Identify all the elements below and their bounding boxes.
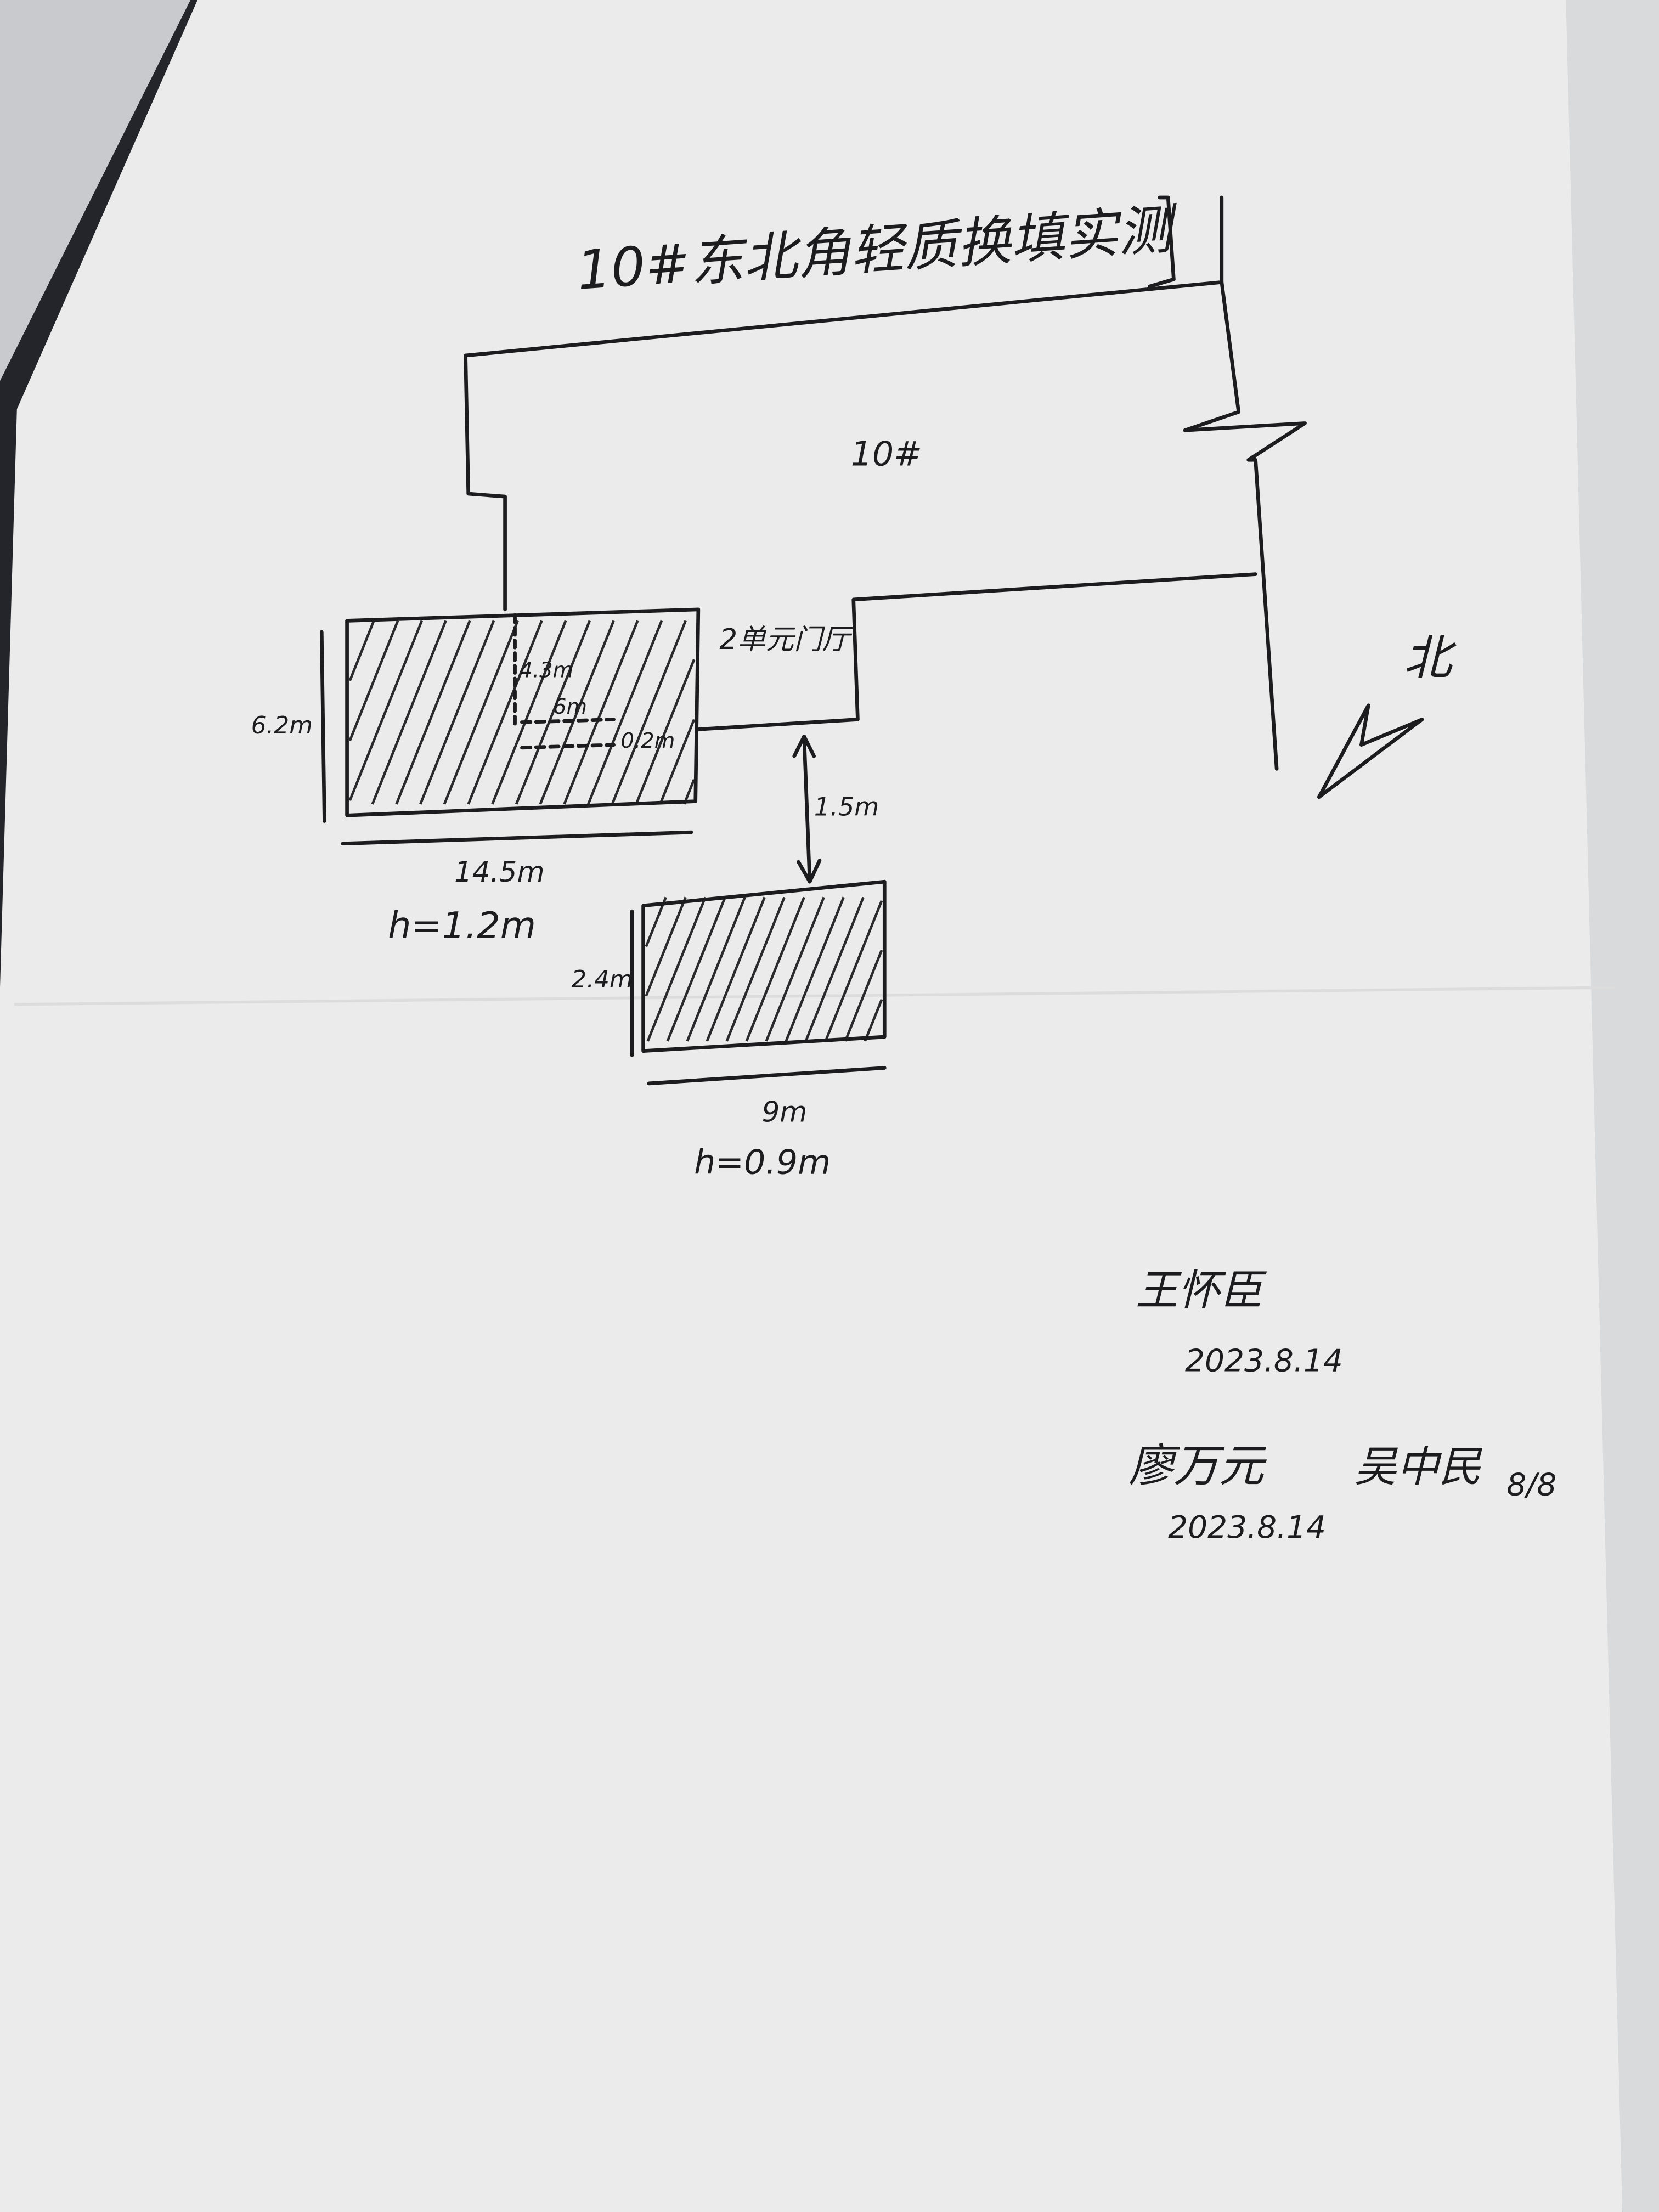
hatch-line	[864, 998, 883, 1042]
spacing-arrow	[802, 734, 812, 884]
hatch-line	[646, 896, 707, 1042]
area-2-height: h=0.9m	[694, 1142, 831, 1182]
hatch-line	[844, 949, 883, 1042]
hatch-line	[515, 620, 591, 805]
area-2-outline	[641, 879, 887, 1053]
hatch-line	[467, 620, 543, 805]
hatch-line	[785, 896, 845, 1042]
arrow-head-up	[792, 734, 816, 758]
dashed-line-upper	[520, 718, 616, 724]
hatch-line	[395, 620, 471, 805]
hatch-line	[419, 620, 495, 805]
hatch-line	[686, 896, 746, 1042]
hatch-line	[611, 620, 687, 805]
hatch-line	[491, 620, 567, 805]
hatch-line	[706, 896, 766, 1042]
area-2-width-line	[647, 1066, 887, 1086]
north-arrow-icon: 北	[1317, 630, 1457, 799]
north-label: 北	[1404, 630, 1457, 686]
area-1-depth: 6.2m	[251, 712, 313, 740]
replacement-area-1: 6.2m 4.3m 6m 0.2m 14.5m h=1.2m	[251, 607, 701, 947]
area-1-inner-gap: 0.2m	[620, 729, 675, 753]
replacement-area-2: 2.4m 9m h=0.9m	[571, 879, 887, 1182]
width-dimension-line	[341, 830, 693, 846]
building-label: 10#	[851, 435, 922, 474]
hatch-line	[804, 896, 865, 1042]
hatch-line	[371, 620, 447, 805]
depth-dimension-line	[319, 630, 326, 823]
fold-crease	[14, 986, 1616, 1006]
building-outline-bottom	[696, 572, 1257, 731]
entrance-label: 2单元门厅	[719, 623, 854, 656]
hatch-line	[765, 896, 825, 1042]
hatch-line	[725, 896, 786, 1042]
area-1-inner-depth: 4.3m	[519, 658, 573, 682]
area-1-height: h=1.2m	[388, 904, 536, 947]
spacing-label: 1.5m	[814, 792, 879, 821]
area-1-inner-width: 6m	[553, 695, 587, 719]
area-2-width: 9m	[762, 1096, 808, 1128]
dashed-line-lower	[520, 743, 616, 750]
hatch-line	[563, 620, 639, 805]
hatch-line	[659, 719, 696, 805]
signature-3-date: 8/8	[1506, 1467, 1556, 1503]
title-bracket	[1148, 195, 1176, 289]
signature-2-date: 2023.8.14	[1168, 1509, 1326, 1545]
signature-2: 廖万元	[1128, 1440, 1267, 1492]
hatch-line	[443, 620, 519, 805]
hatching	[348, 620, 696, 805]
signature-3: 吴中民	[1355, 1442, 1483, 1492]
building-outline-top	[464, 195, 1224, 612]
hatch-line	[824, 900, 883, 1042]
building-outline-right	[1183, 280, 1307, 771]
paper-sheet	[0, 0, 1623, 2212]
area-1-outline	[345, 607, 701, 817]
hatch-line	[348, 620, 424, 802]
arrow-head-down	[797, 859, 822, 884]
hatch-line	[645, 896, 687, 997]
area-1-width: 14.5m	[454, 856, 545, 889]
hatching	[645, 896, 883, 1042]
signature-block: 王怀臣 2023.8.14 廖万元 2023.8.14 吴中民 8/8	[1128, 1266, 1556, 1545]
signature-1: 王怀臣	[1136, 1266, 1267, 1316]
back-paper-left	[0, 0, 191, 381]
hatch-line	[348, 620, 399, 741]
hatch-line	[348, 620, 375, 681]
hatch-line	[666, 896, 726, 1042]
hatch-line	[635, 659, 696, 805]
hatch-line	[539, 620, 615, 805]
hatch-line	[745, 896, 805, 1042]
area-2-depth: 2.4m	[571, 966, 633, 994]
hatch-line	[587, 620, 663, 805]
signature-1-date: 2023.8.14	[1185, 1342, 1343, 1379]
